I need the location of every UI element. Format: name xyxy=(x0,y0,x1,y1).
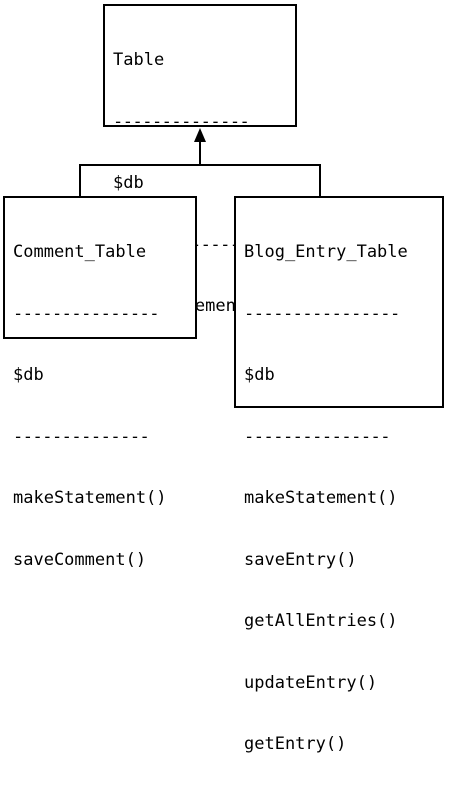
method: makeStatement() xyxy=(244,488,398,508)
attribute: $db xyxy=(113,173,144,193)
method: updateEntry() xyxy=(244,672,378,693)
class-box-comment-table: Comment_Table --------------- $db ------… xyxy=(3,196,197,570)
method: getAllEntries() xyxy=(244,611,398,631)
attribute: $db xyxy=(244,365,275,385)
method: saveEntry() xyxy=(244,549,357,570)
method: getEntry() xyxy=(244,734,347,754)
class-name: Comment_Table xyxy=(13,242,147,262)
method: makeStatement() xyxy=(13,488,167,508)
class-name: Blog_Entry_Table xyxy=(244,242,408,262)
separator: -------------- xyxy=(13,426,150,447)
separator: -------------- xyxy=(113,111,250,132)
class-name: Table xyxy=(113,50,165,70)
inheritance-connectors xyxy=(79,128,321,197)
method: saveComment() xyxy=(13,549,147,570)
class-box-blog-entry-table: Blog_Entry_Table ---------------- $db --… xyxy=(234,196,444,754)
class-box-table: Table -------------- $db -------------- … xyxy=(103,4,297,316)
attribute: $db xyxy=(13,365,44,385)
class-diagram: Table -------------- $db -------------- … xyxy=(3,4,444,754)
inheritance-arrowhead xyxy=(194,128,206,142)
separator: ---------------- xyxy=(244,303,400,324)
separator: --------------- xyxy=(13,303,160,324)
separator: --------------- xyxy=(244,426,391,447)
